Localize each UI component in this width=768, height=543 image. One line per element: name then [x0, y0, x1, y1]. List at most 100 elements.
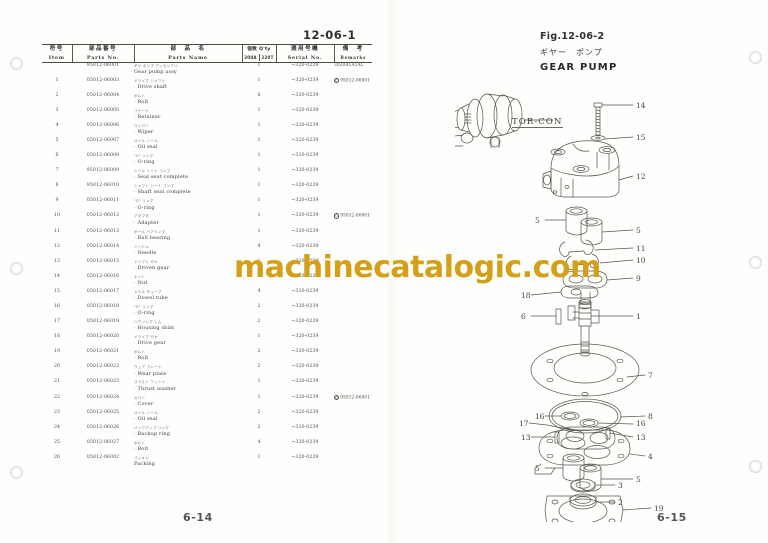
- cell-item: 11: [54, 228, 60, 234]
- cell-item: 23: [54, 409, 60, 415]
- cell-part-number: 05012-06007: [86, 137, 120, 143]
- cell-serial-no: ~320-0239: [291, 137, 319, 143]
- callout-label-11: 11: [636, 244, 646, 253]
- part-name-en: · Bolt: [134, 446, 242, 452]
- page-code: 12-06-1: [303, 28, 357, 42]
- cell-item: 2: [55, 92, 59, 98]
- part-name-kana: シール シート コンプ: [134, 169, 171, 174]
- cell-remarks: [334, 440, 372, 455]
- cell-item: 18: [54, 334, 60, 340]
- cell-part-name: ニードル· Needle: [134, 244, 242, 259]
- part-name-en-text: Needle: [137, 249, 157, 256]
- cell-serial-no: ~320-0239: [291, 168, 319, 174]
- cell-remarks: [334, 349, 372, 364]
- cell-serial-no: ~320-0239: [291, 454, 319, 460]
- parts-table-head: 符号 Item 部品番号 Parts No. 部 品 名 Parts Name …: [42, 44, 372, 63]
- cell-item: 10: [54, 213, 60, 219]
- callout-label-12: 12: [636, 172, 646, 181]
- cell-serial-no: ~320-0239: [291, 364, 319, 370]
- component-circle-icon: C: [334, 394, 340, 400]
- cell-part-number: 05012-06018: [86, 304, 120, 309]
- col-parts-name: 部 品 名 Parts Name: [133, 44, 242, 63]
- cell-remarks: [334, 108, 372, 123]
- cell-part-name: ボルト· Bolt: [134, 440, 242, 455]
- sub-part-bullet: ·: [134, 159, 138, 166]
- sub-part-bullet: ·: [134, 355, 138, 362]
- col-parts-no: 部品番号 Parts No.: [71, 44, 134, 63]
- cell-item: 8: [55, 183, 59, 189]
- callout-label-19: 19: [654, 504, 664, 513]
- gear-pump-lower-diagram: 16 16 4 3 2 19: [455, 392, 755, 522]
- callout-label-3: 3: [618, 481, 623, 490]
- callout-label-14: 14: [636, 101, 646, 110]
- cell-quantity: 2: [257, 424, 261, 430]
- part-name-kana: ボルト: [134, 93, 146, 98]
- part-name-en: · Driven gear: [134, 265, 242, 271]
- cell-quantity: 1: [257, 153, 261, 159]
- cell-remarks: [334, 123, 372, 138]
- part-name-kana: アダプタ: [134, 214, 149, 219]
- part-name-kana: "O" リング: [134, 199, 154, 204]
- cell-part-name: シール シート コンプ· Seal seat complete: [134, 168, 242, 183]
- col-item: 符号 Item: [42, 44, 72, 63]
- part-name-en: · O-ring: [134, 205, 242, 211]
- cell-remarks: [334, 425, 372, 440]
- cell-remarks: [334, 153, 372, 168]
- cell-remarks: [334, 229, 372, 244]
- part-name-kana: リテーナ: [134, 108, 149, 113]
- part-name-en-text: Drive shaft: [137, 83, 168, 90]
- cell-remarks: [334, 364, 372, 379]
- sub-part-bullet: ·: [134, 144, 138, 151]
- part-name-en-text: Oil seal: [137, 415, 158, 422]
- sub-part-bullet: ·: [134, 189, 138, 196]
- part-name-kana: ハウジング シム: [134, 320, 162, 325]
- callout-label-17: 17: [519, 419, 529, 428]
- part-name-en: Gear pump assy: [134, 69, 242, 75]
- part-name-en-text: Adapter: [137, 219, 159, 226]
- part-name-en-text: Shaft seat complete: [137, 189, 191, 196]
- callout-part-10-retainer: [565, 253, 599, 270]
- part-name-kana: オイル シール: [134, 410, 158, 415]
- cell-serial-no: ~320-0239: [291, 304, 319, 309]
- col-remarks: 備 考 Remarks: [333, 44, 372, 63]
- cell-quantity: 2: [257, 319, 261, 325]
- figure-title-en: GEAR PUMP: [540, 62, 618, 73]
- cell-part-number: 05012-06021: [86, 349, 120, 355]
- part-name-en-text: Housing shim: [137, 325, 175, 332]
- part-name-en-text: Retainer: [137, 113, 161, 120]
- qty-subcolumns: 200A 220T: [243, 54, 276, 61]
- cell-quantity: 2: [257, 409, 261, 415]
- cell-quantity: 1: [257, 183, 261, 189]
- part-name-kana: ボルト: [134, 350, 146, 355]
- cell-item: 12: [54, 243, 60, 249]
- cell-part-number: 05012-06023: [86, 379, 120, 385]
- cell-part-number: 05012-06002: [86, 454, 120, 460]
